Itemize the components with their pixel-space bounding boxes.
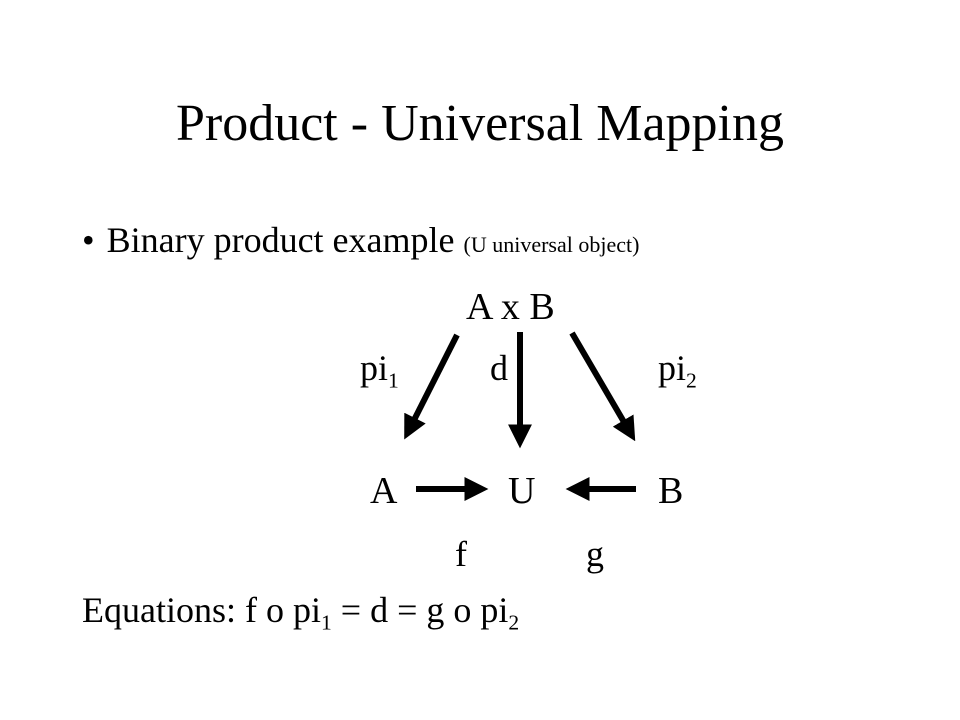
label-g: g [586, 534, 604, 574]
bullet-marker: • [82, 220, 95, 260]
equation-line: Equations: f o pi1 = d = g o pi2 [82, 590, 520, 635]
label-pi2: pi2 [658, 348, 697, 393]
node-b: B [658, 470, 684, 512]
node-a: A [370, 470, 398, 512]
node-u: U [508, 470, 536, 512]
label-f: f [455, 534, 467, 574]
bullet-text: Binary product example [106, 220, 455, 260]
bullet-note: (U universal object) [463, 232, 640, 257]
arrow-pi2 [569, 331, 636, 442]
node-product: A x B [466, 286, 555, 328]
arrow-pi1 [404, 333, 460, 440]
bullet-item: • Binary product example (U universal obj… [82, 222, 639, 258]
slide-title: Product - Universal Mapping [175, 95, 784, 152]
label-d: d [490, 348, 508, 388]
label-pi1: pi1 [360, 348, 399, 393]
